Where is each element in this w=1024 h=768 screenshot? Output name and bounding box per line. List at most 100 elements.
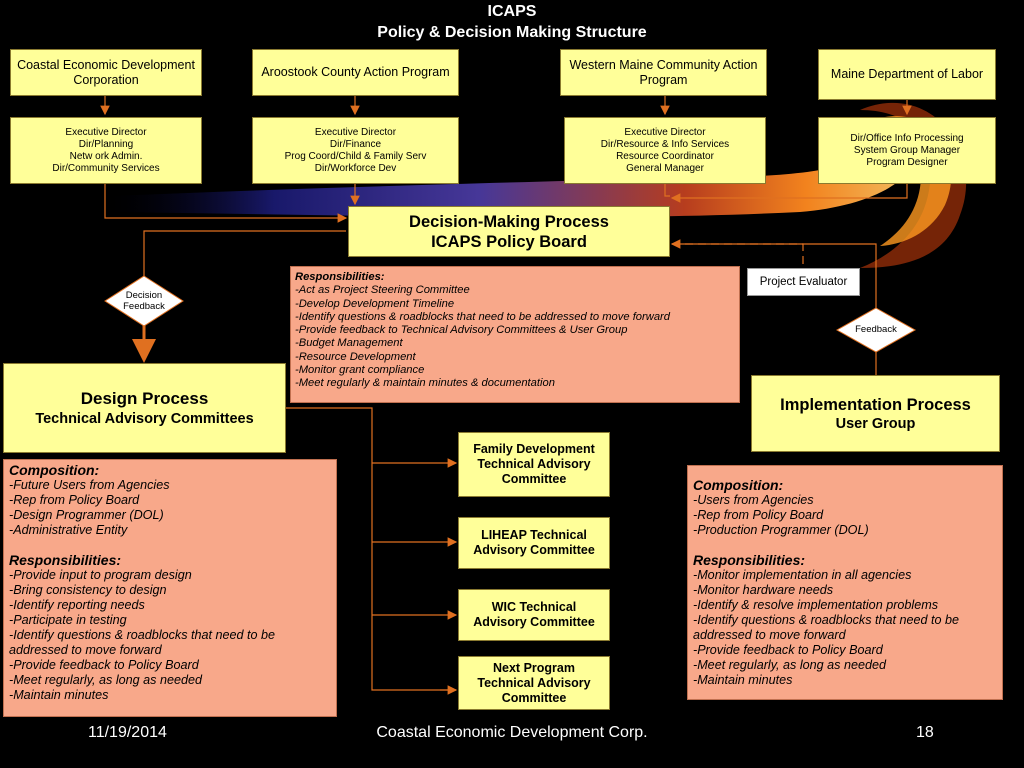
list-item: -Bring consistency to design bbox=[9, 583, 167, 597]
committee-line: LIHEAP Technical bbox=[481, 528, 587, 542]
roles-box-cedc: Executive Director Dir/Planning Netw ork… bbox=[10, 117, 202, 184]
list-item: -Identify questions & roadblocks that ne… bbox=[693, 613, 960, 627]
list-item: -Rep from Policy Board bbox=[9, 493, 140, 507]
feedback-label: Feedback bbox=[855, 324, 897, 335]
list-item: -Act as Project Steering Committee bbox=[295, 284, 470, 297]
role: General Manager bbox=[626, 162, 704, 174]
org-box-dol: Maine Department of Labor bbox=[818, 49, 996, 100]
list-item: -Participate in testing bbox=[9, 613, 127, 627]
list-item: -Future Users from Agencies bbox=[9, 478, 170, 492]
decision-making-box: Decision-Making Process ICAPS Policy Boa… bbox=[348, 206, 670, 257]
roles-box-acap: Executive Director Dir/Finance Prog Coor… bbox=[252, 117, 459, 184]
decision-title: Decision-Making Process bbox=[409, 212, 609, 231]
list-item: -Rep from Policy Board bbox=[693, 508, 824, 522]
implementation-process-subtitle: User Group bbox=[835, 415, 916, 432]
committee-line: Family Development bbox=[473, 442, 595, 456]
list-item: addressed to move forward bbox=[9, 643, 162, 657]
responsibilities-heading: Responsibilities: bbox=[9, 552, 122, 568]
list-item: -Identify questions & roadblocks that ne… bbox=[295, 310, 670, 323]
list-item: -Provide feedback to Technical Advisory … bbox=[295, 324, 628, 337]
role: Program Designer bbox=[866, 156, 948, 168]
list-item: -Monitor hardware needs bbox=[693, 583, 834, 597]
list-item: -Meet regularly, as long as needed bbox=[693, 658, 886, 672]
list-item: -Budget Management bbox=[295, 337, 403, 350]
org-name: Aroostook County Action Program bbox=[261, 65, 450, 79]
list-item: -Meet regularly & maintain minutes & doc… bbox=[295, 377, 555, 390]
committee-line: Advisory Committee bbox=[473, 615, 595, 629]
design-process-subtitle: Technical Advisory Committees bbox=[35, 411, 254, 427]
committee-line: Technical Advisory bbox=[477, 457, 591, 471]
role: Resource Coordinator bbox=[616, 150, 714, 162]
role: Netw ork Admin. bbox=[69, 150, 143, 162]
implementation-process-details: Composition: -Users from Agencies -Rep f… bbox=[687, 465, 1003, 700]
list-item: -Maintain minutes bbox=[693, 673, 793, 687]
list-item: -Provide input to program design bbox=[9, 568, 192, 582]
org-name: Maine Department of Labor bbox=[830, 67, 984, 81]
role: Dir/Planning bbox=[78, 138, 134, 150]
footer-date: 11/19/2014 bbox=[88, 724, 167, 741]
implementation-process-box: Implementation Process User Group bbox=[751, 375, 1000, 452]
policy-board-responsibilities: Responsibilities: -Act as Project Steeri… bbox=[290, 266, 740, 403]
list-item: -Identify & resolve implementation probl… bbox=[693, 598, 938, 612]
list-item: -Meet regularly, as long as needed bbox=[9, 673, 202, 687]
responsibilities-heading: Responsibilities: bbox=[693, 552, 806, 568]
committee-wic: WIC Technical Advisory Committee bbox=[458, 589, 610, 641]
role: Dir/Resource & Info Services bbox=[600, 138, 730, 150]
implementation-process-title: Implementation Process bbox=[780, 395, 971, 414]
role: Prog Coord/Child & Family Serv bbox=[284, 150, 427, 162]
org-name: Western Maine Community Action Program bbox=[569, 57, 758, 87]
role: Dir/Office Info Processing bbox=[850, 132, 964, 144]
list-item: -Provide feedback to Policy Board bbox=[693, 643, 883, 657]
org-box-acap: Aroostook County Action Program bbox=[252, 49, 459, 96]
role: System Group Manager bbox=[853, 144, 961, 156]
list-item: -Provide feedback to Policy Board bbox=[9, 658, 199, 672]
committee-line: Advisory Committee bbox=[473, 543, 595, 557]
list-item: -Identify questions & roadblocks that ne… bbox=[9, 628, 276, 642]
composition-heading: Composition: bbox=[693, 477, 784, 493]
list-item: addressed to move forward bbox=[693, 628, 846, 642]
feedback-diamond bbox=[835, 307, 917, 353]
role: Executive Director bbox=[65, 126, 147, 138]
list-item: -Production Programmer (DOL) bbox=[693, 523, 869, 537]
committee-liheap: LIHEAP Technical Advisory Committee bbox=[458, 517, 610, 569]
committee-next-program: Next Program Technical Advisory Committe… bbox=[458, 656, 610, 710]
decision-feedback-diamond bbox=[104, 275, 184, 327]
composition-heading: Composition: bbox=[9, 462, 100, 478]
list-item: -Design Programmer (DOL) bbox=[9, 508, 164, 522]
org-name: Coastal Economic Development Corporation bbox=[17, 57, 195, 87]
decision-feedback-label: Decision Feedback bbox=[110, 290, 178, 312]
page-subtitle: Policy & Decision Making Structure bbox=[377, 24, 647, 41]
list-item: -Identify reporting needs bbox=[9, 598, 145, 612]
page-title: ICAPS bbox=[487, 3, 537, 20]
committee-line: Committee bbox=[501, 472, 567, 486]
org-box-cedc: Coastal Economic Development Corporation bbox=[10, 49, 202, 96]
list-item: -Monitor implementation in all agencies bbox=[693, 568, 912, 582]
committee-line: Technical Advisory bbox=[477, 675, 591, 690]
decision-subtitle: ICAPS Policy Board bbox=[431, 232, 587, 251]
project-evaluator-box: Project Evaluator bbox=[747, 268, 860, 296]
design-process-title: Design Process bbox=[80, 389, 209, 408]
role: Executive Director bbox=[314, 126, 397, 138]
responsibilities-heading: Responsibilities: bbox=[295, 271, 385, 283]
decision-feedback-line1: Decision bbox=[125, 290, 163, 301]
footer-org: Coastal Economic Development Corp. bbox=[376, 724, 648, 741]
list-item: -Monitor grant compliance bbox=[295, 364, 425, 377]
role: Executive Director bbox=[624, 126, 706, 138]
list-item: -Maintain minutes bbox=[9, 688, 109, 702]
committee-line: WIC Technical bbox=[491, 600, 577, 614]
list-item: -Administrative Entity bbox=[9, 523, 128, 537]
list-item: -Resource Development bbox=[295, 350, 416, 363]
design-process-details: Composition: -Future Users from Agencies… bbox=[3, 459, 337, 717]
list-item: -Develop Development Timeline bbox=[295, 297, 455, 310]
role: Dir/Community Services bbox=[52, 162, 160, 174]
committee-family-development: Family Development Technical Advisory Co… bbox=[458, 432, 610, 497]
roles-box-wmcap: Executive Director Dir/Resource & Info S… bbox=[564, 117, 766, 184]
roles-box-dol: Dir/Office Info Processing System Group … bbox=[818, 117, 996, 184]
role: Dir/Finance bbox=[329, 138, 382, 150]
committee-line: Committee bbox=[501, 690, 567, 705]
list-item: -Users from Agencies bbox=[693, 493, 814, 507]
role: Dir/Workforce Dev bbox=[314, 162, 397, 174]
project-evaluator-label: Project Evaluator bbox=[759, 276, 848, 288]
footer-page-number: 18 bbox=[916, 724, 934, 741]
design-process-box: Design Process Technical Advisory Commit… bbox=[3, 363, 286, 453]
